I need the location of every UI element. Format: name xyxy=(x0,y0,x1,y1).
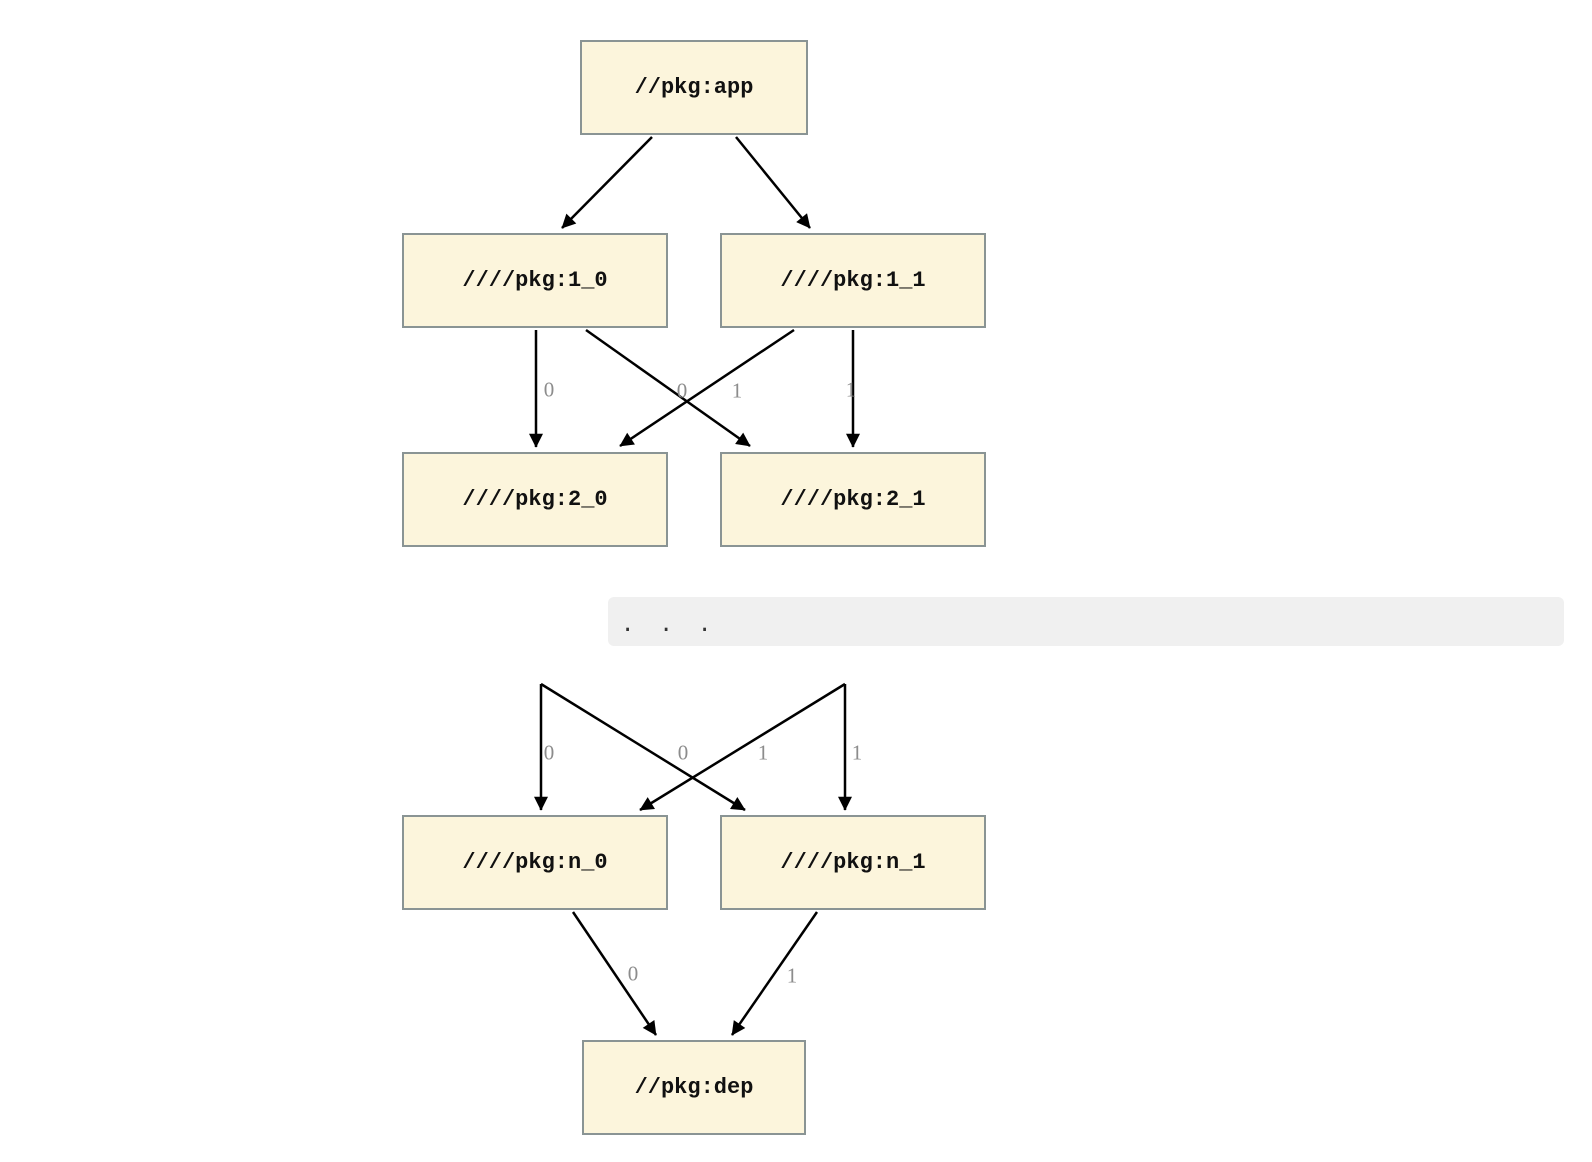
node-pkg-2_1: ////pkg:2_1 xyxy=(720,452,986,547)
node-pkg-1_0: ////pkg:1_0 xyxy=(402,233,668,328)
edge-label-1_1-2_0: 0 xyxy=(676,378,688,403)
edge-label-prev0-n_1: 1 xyxy=(757,740,769,765)
edge-prev1-to-n_0 xyxy=(639,682,846,812)
edge-app-to-1_1 xyxy=(735,136,811,229)
edge-n_1-to-dep xyxy=(730,911,819,1036)
edge-1_0-to-2_1 xyxy=(585,328,751,448)
node-pkg-n_0: ////pkg:n_0 xyxy=(402,815,668,910)
node-pkg-2_0: ////pkg:2_0 xyxy=(402,452,668,547)
node-pkg-app: //pkg:app xyxy=(580,40,808,135)
edge-n_0-to-dep xyxy=(571,911,658,1036)
edge-1_1-to-2_0 xyxy=(619,328,795,448)
node-pkg-1_1: ////pkg:1_1 xyxy=(720,233,986,328)
edge-label-n_1-dep: 1 xyxy=(786,963,798,988)
edge-label-prev0-n_0: 0 xyxy=(543,740,555,765)
edge-label-1_0-2_1: 1 xyxy=(731,378,743,403)
edge-label-prev1-n_1: 1 xyxy=(851,740,863,765)
edge-prev0-to-n_1 xyxy=(540,682,746,812)
edge-label-prev1-n_0: 0 xyxy=(677,740,689,765)
node-pkg-n_1: ////pkg:n_1 xyxy=(720,815,986,910)
edge-label-1_0-2_0: 0 xyxy=(543,377,555,402)
ellipsis-dots: . . . xyxy=(621,611,718,637)
edge-label-n_0-dep: 0 xyxy=(627,961,639,986)
node-pkg-dep: //pkg:dep xyxy=(582,1040,806,1135)
edge-app-to-1_0 xyxy=(561,136,653,229)
ellipsis-code-block: . . . xyxy=(608,597,1564,646)
edge-label-1_1-2_1: 1 xyxy=(845,377,857,402)
